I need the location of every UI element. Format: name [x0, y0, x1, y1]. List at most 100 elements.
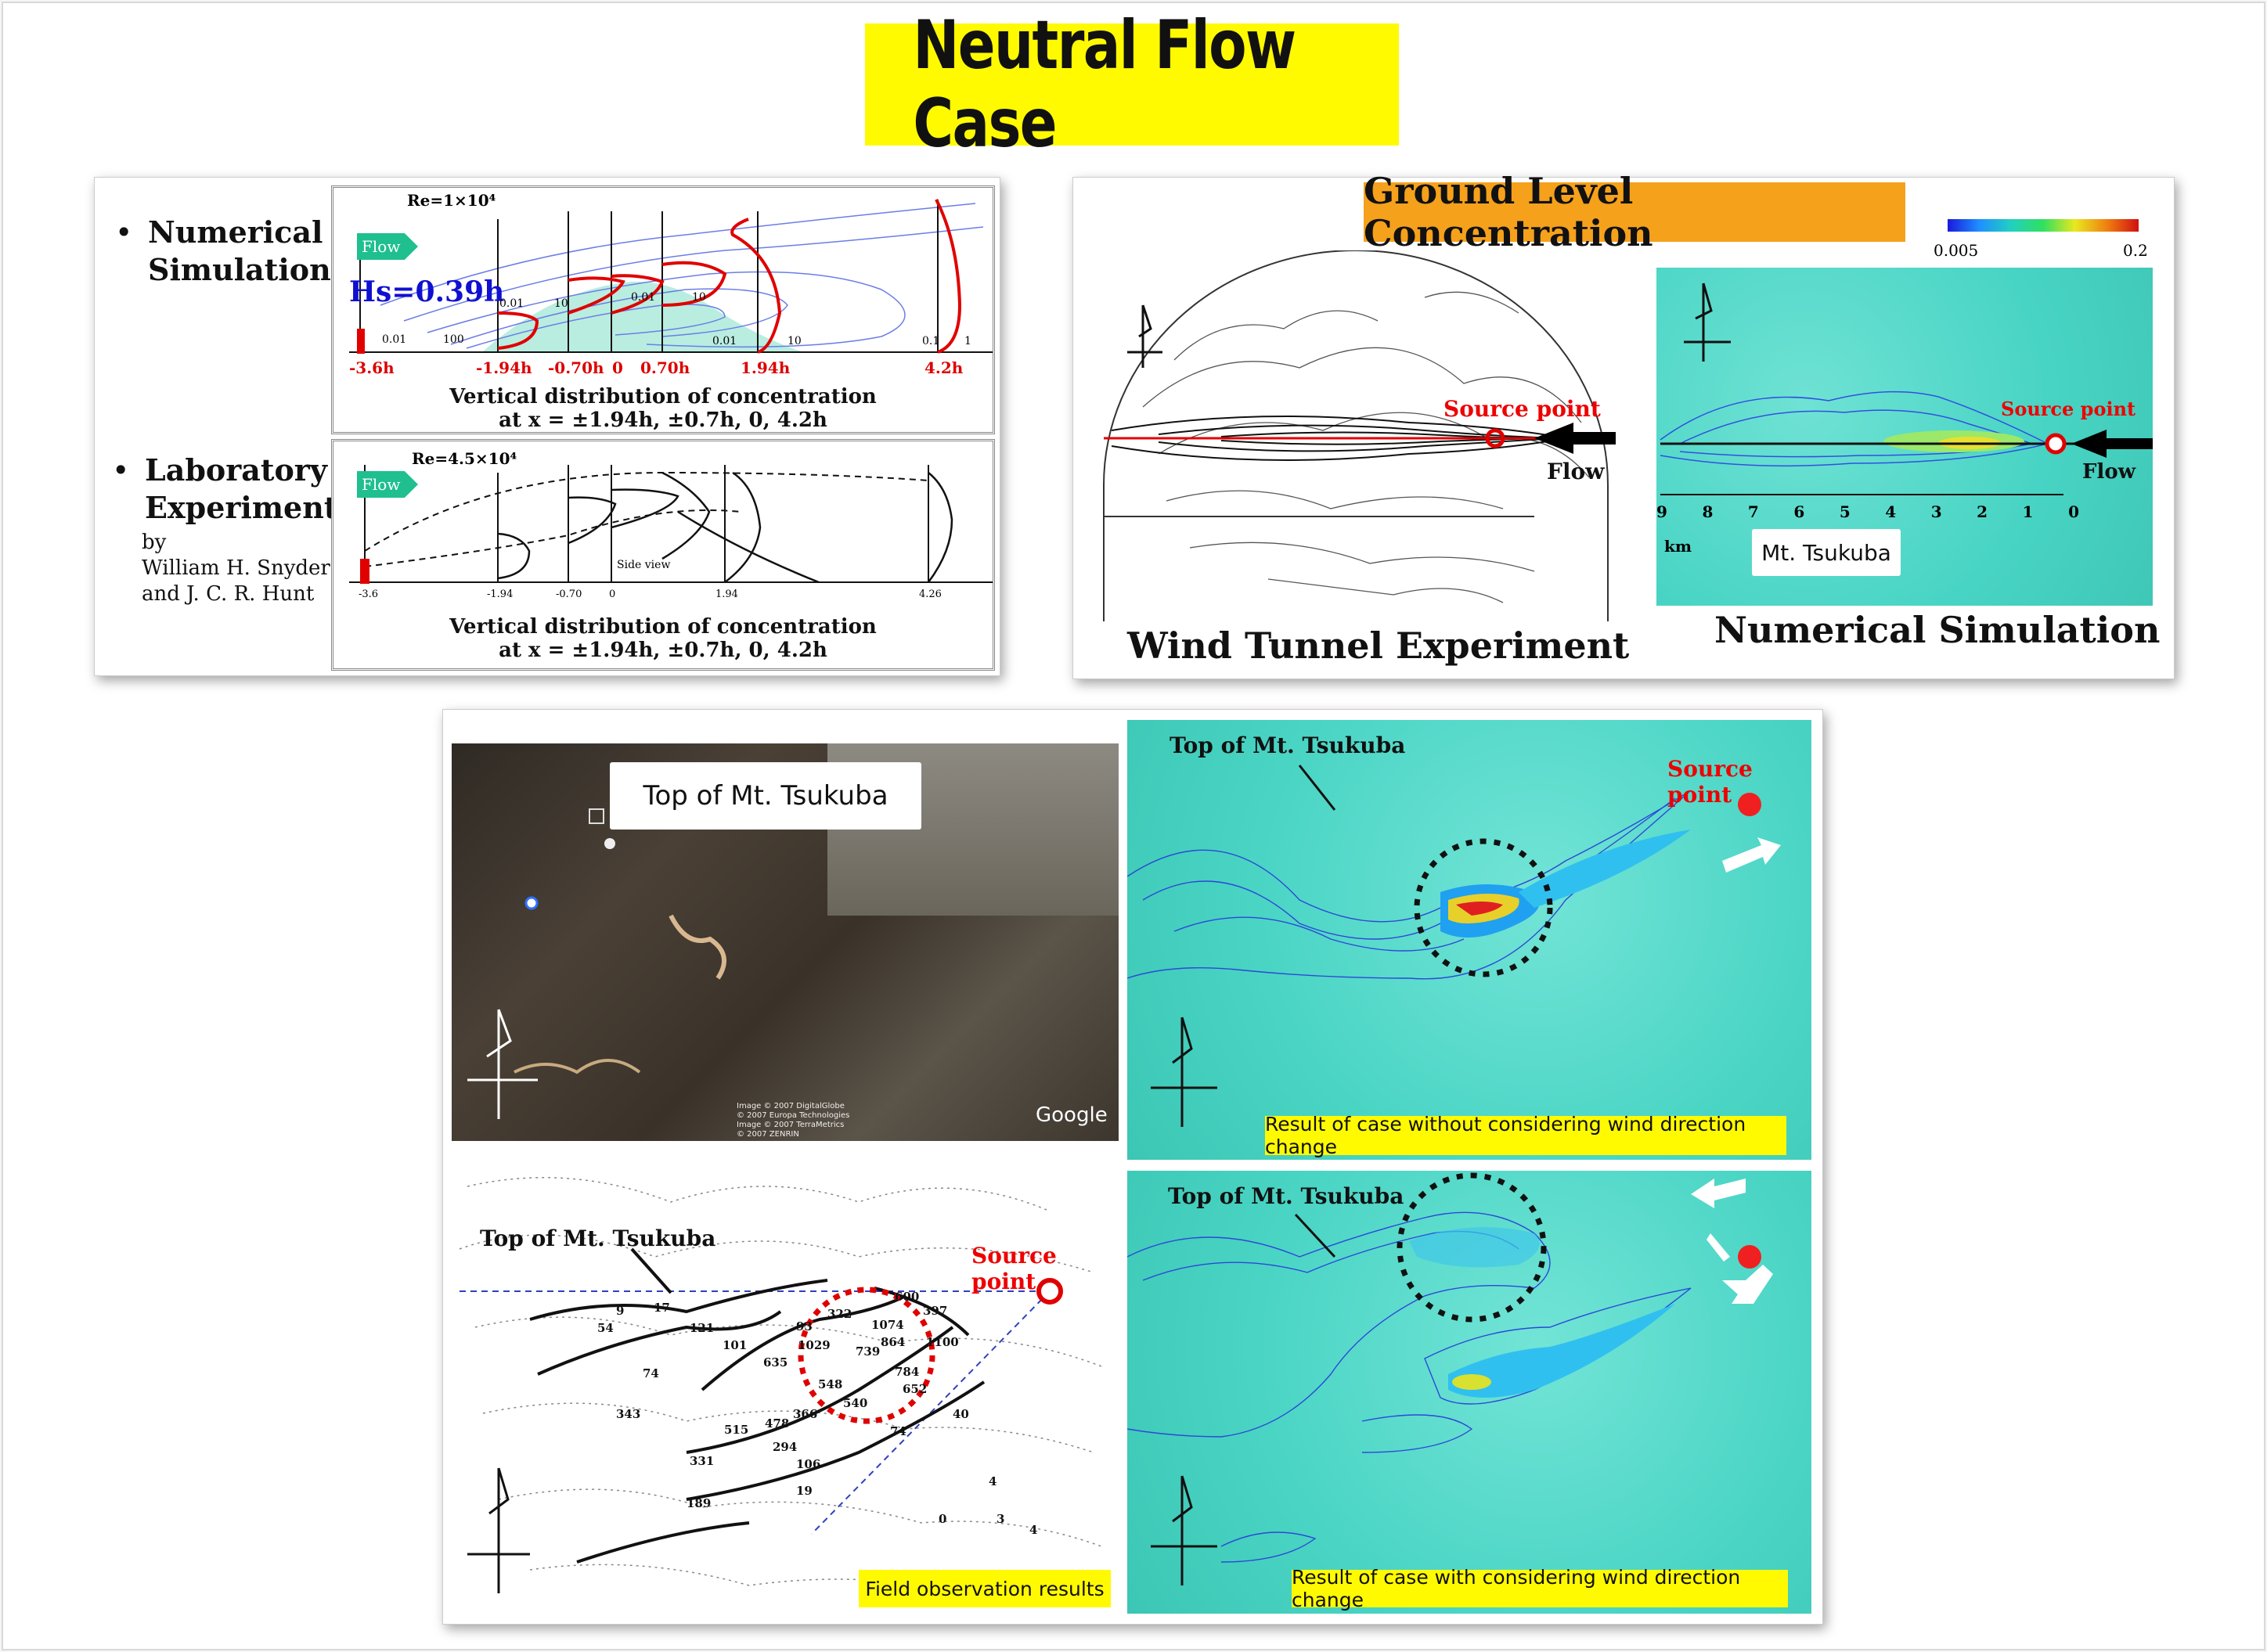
sim-tick-2: -1.94h — [476, 358, 532, 377]
sim-with-svg — [1127, 1172, 1773, 1585]
km-tick-2: 2 — [1977, 502, 1988, 521]
sim-flow-arrow: Flow — [357, 233, 418, 260]
field-value: 343 — [616, 1407, 641, 1421]
lab-dashed-envelope — [364, 471, 929, 567]
field-value: 652 — [903, 1382, 928, 1396]
sim-axis-num-5: 0.01 — [631, 291, 656, 304]
lower-plume-core — [1452, 1374, 1491, 1390]
field-value: 0 — [939, 1512, 947, 1526]
simulation-contours — [1660, 391, 2050, 467]
lab-tick-3: -0.70 — [556, 588, 582, 600]
photo-credits: Image © 2007 DigitalGlobe © 2007 Europa … — [737, 1102, 849, 1139]
plume-tail — [1519, 830, 1691, 908]
sim-flow-arrow — [2071, 430, 2153, 458]
sim-tick-6: 1.94h — [741, 358, 791, 377]
simulation-chart-svg — [349, 199, 993, 354]
without-contours — [1127, 790, 1692, 980]
sim-tick-5: 0.70h — [640, 358, 690, 377]
field-value: 294 — [773, 1440, 798, 1454]
field-focus-circle — [798, 1287, 935, 1424]
field-value: 478 — [765, 1416, 790, 1431]
field-value: 1074 — [871, 1318, 904, 1332]
field-caption: Field observation results — [859, 1570, 1111, 1607]
without-north-arrow — [1151, 1017, 1217, 1127]
location-pin-icon — [524, 896, 539, 910]
km-tick-7: 7 — [1747, 502, 1759, 521]
with-contours — [1127, 1211, 1692, 1563]
field-value: 540 — [843, 1396, 868, 1410]
top-leader-line — [1298, 765, 1336, 811]
field-isolines — [529, 1279, 986, 1564]
field-value: 1029 — [798, 1338, 831, 1352]
field-value: 635 — [763, 1355, 788, 1369]
wt-source-label: Source point — [1443, 396, 1601, 422]
without-caption: Result of case without considering wind … — [1265, 1113, 1786, 1158]
field-value: 74 — [890, 1424, 906, 1438]
km-tick-9: 9 — [1656, 502, 1667, 521]
colorbar — [1948, 219, 2139, 232]
field-value: 19 — [796, 1484, 813, 1498]
lab-tick-4: 0 — [609, 588, 616, 600]
field-source-label: Source point — [971, 1243, 1057, 1294]
sim-tick-3: -0.70h — [548, 358, 604, 377]
sim-reynolds: Re=1×10⁴ — [407, 191, 496, 210]
numerical-simulation-map: Source point Flow 9 8 7 6 5 4 3 2 1 0 km… — [1656, 268, 2153, 606]
lab-flow-label: Flow — [362, 475, 401, 494]
photo-top-label: Top of Mt. Tsukuba — [610, 762, 921, 830]
field-value: 784 — [895, 1365, 920, 1379]
field-wind-line — [811, 1290, 1051, 1535]
field-value: 322 — [827, 1307, 852, 1321]
field-north-arrow — [467, 1467, 530, 1593]
photo-north-arrow — [467, 1009, 538, 1119]
field-value: 397 — [923, 1304, 948, 1318]
plume-red — [1456, 902, 1503, 916]
field-value: 74 — [643, 1366, 659, 1380]
lab-axes — [349, 465, 993, 583]
with-focus-circle — [1397, 1172, 1547, 1323]
field-value: 548 — [818, 1377, 843, 1391]
terrain-contours — [1142, 291, 1590, 603]
author-2: and J. C. R. Hunt — [142, 582, 315, 606]
numerical-label-line1: Numerical — [148, 214, 323, 250]
sim-without-panel: Top of Mt. Tsukuba Source point Result o… — [1127, 720, 1811, 1160]
numerical-label: • Numerical Simulation — [115, 214, 331, 287]
field-value: 4 — [989, 1474, 997, 1488]
field-value: 9 — [616, 1304, 625, 1318]
wt-flow-label: Flow — [1547, 459, 1605, 484]
field-terrain-contours — [459, 1177, 1102, 1594]
km-tick-0: 0 — [2068, 502, 2079, 521]
wind-arrow-diagonal-2-icon — [1722, 1265, 1773, 1304]
field-value: 739 — [856, 1344, 881, 1359]
stack-height-label: Hs=0.39h — [349, 275, 505, 308]
source-stack — [357, 329, 365, 354]
google-logo: Google — [1036, 1103, 1108, 1127]
wind-tunnel-svg — [1103, 250, 1616, 621]
field-value: 331 — [690, 1454, 715, 1468]
credit-4: © 2007 ZENRIN — [737, 1130, 799, 1139]
sim-flow-text: Flow — [2082, 460, 2136, 484]
mt-tsukuba-label: Mt. Tsukuba — [1752, 529, 1901, 576]
sim-axis-num-2: 100 — [443, 333, 464, 346]
field-value: 4 — [1029, 1523, 1038, 1537]
slide-title-box: Neutral Flow Case — [865, 6, 1399, 163]
ground-level-heading: Ground Level Concentration — [1364, 170, 1905, 254]
by-label: by — [142, 531, 167, 554]
field-leader-line — [630, 1247, 672, 1294]
with-top-label: Top of Mt. Tsukuba — [1168, 1183, 1404, 1209]
numerical-simulation-caption: Numerical Simulation — [1714, 609, 2161, 651]
sim-tick-7: 4.2h — [924, 358, 964, 377]
lab-tick-1: -3.6 — [359, 588, 379, 600]
lab-tick-5: 1.94 — [715, 588, 738, 600]
km-tick-3: 3 — [1930, 502, 1942, 521]
field-value: 121 — [690, 1321, 715, 1335]
side-view-label: Side view — [617, 559, 671, 571]
with-caption: Result of case with considering wind dir… — [1292, 1566, 1788, 1611]
focus-circle — [1414, 838, 1553, 977]
km-ticks: 9 8 7 6 5 4 3 2 1 0 — [1656, 502, 2079, 526]
wind-arrow-icon — [1722, 837, 1781, 873]
sim-axis-num-8: 10 — [788, 335, 802, 347]
lab-tick-6: 4.26 — [919, 588, 942, 600]
laboratory-concentration-chart: Re=4.5×10⁴ Flow Side view -3.6 -1.94 -0.… — [331, 439, 995, 671]
field-value: 366 — [793, 1407, 818, 1421]
lab-reynolds: Re=4.5×10⁴ — [412, 449, 517, 468]
